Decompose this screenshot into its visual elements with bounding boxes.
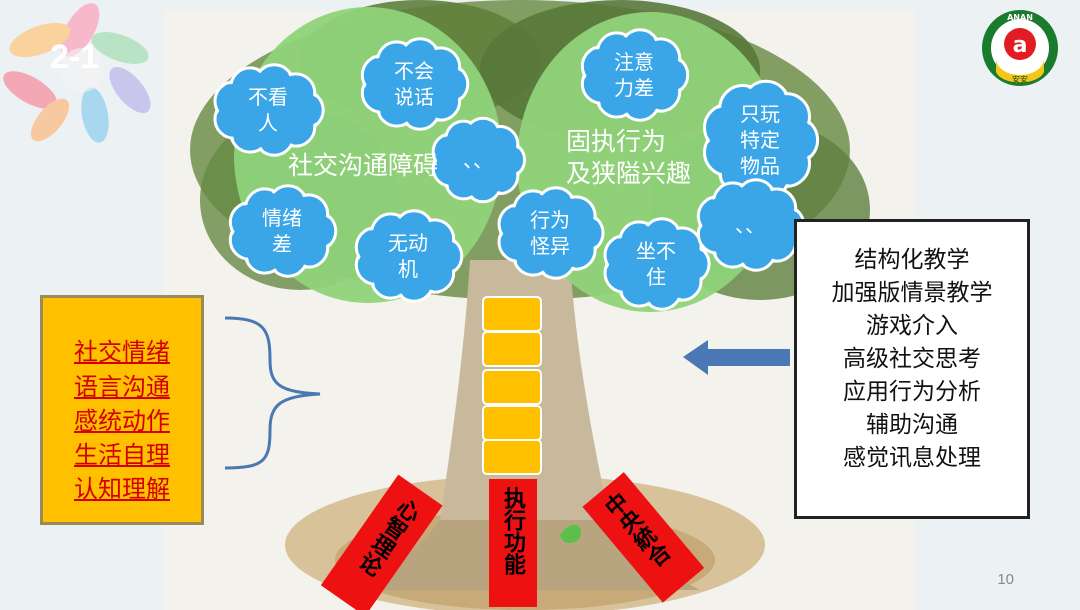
cloud-label-line: 无动 xyxy=(388,231,428,255)
left-cloud-1 xyxy=(213,63,325,157)
executive-function-stack xyxy=(482,296,542,475)
logo-text-top: ANAN xyxy=(1007,13,1033,22)
intervention-item: 加强版情景教学 xyxy=(831,280,993,306)
left-circle-title: 社交沟通障碍 xyxy=(288,151,439,180)
left-cloud-4 xyxy=(354,209,464,303)
cloud-label-line: 说话 xyxy=(394,85,434,109)
right-cloud-3 xyxy=(497,186,605,280)
left-cloud-label: 不会说话 xyxy=(366,58,462,110)
intervention-item: 游戏介入 xyxy=(866,313,958,339)
left-cloud-label: 不看人 xyxy=(218,84,318,136)
intervention-item: 高级社交思考 xyxy=(843,346,981,372)
intervention-methods-box: 结构化教学 加强版情景教学 游戏介入 高级社交思考 应用行为分析 辅助沟通 感觉… xyxy=(794,219,1030,519)
cloud-label-line: 差 xyxy=(272,232,292,256)
development-area-item: 社交情绪 xyxy=(74,338,170,366)
logo-letter: a xyxy=(1013,33,1028,58)
cloud-label-line: 行为 xyxy=(530,208,570,232)
left-cloud-label: 、、 xyxy=(438,147,518,173)
development-area-item: 语言沟通 xyxy=(74,373,170,401)
left-cloud-label: 情绪差 xyxy=(234,205,330,257)
anan-logo-icon: a ANAN 安安 xyxy=(982,10,1058,86)
cloud-label-line: 力差 xyxy=(614,76,654,100)
logo-text-bottom: 安安 xyxy=(1012,74,1028,84)
flower-decoration-icon xyxy=(3,3,151,143)
cloud-label-line: 机 xyxy=(398,257,418,281)
development-area-item: 生活自理 xyxy=(74,441,170,469)
cloud-label-line: 只玩 xyxy=(740,102,780,126)
right-cloud-label: 只玩特定物品 xyxy=(712,101,808,179)
right-circle-title-line-1: 固执行为 xyxy=(566,127,667,156)
left-cloud-label: 无动机 xyxy=(360,230,456,282)
right-cloud-5 xyxy=(696,178,806,272)
left-arrow-icon xyxy=(683,340,790,375)
cloud-label-line: 特定 xyxy=(740,128,780,152)
page-number: 10 xyxy=(997,571,1014,588)
intervention-item: 结构化教学 xyxy=(854,247,970,273)
root-label-executive-function: 执行功能 xyxy=(489,487,537,582)
cloud-label-line: 物品 xyxy=(740,154,780,178)
right-circle-title-line-2: 及狭隘兴趣 xyxy=(566,159,692,188)
left-cloud-2 xyxy=(360,37,470,131)
cloud-label-line: 注意 xyxy=(614,50,654,74)
intervention-item: 应用行为分析 xyxy=(843,379,981,405)
slide-number: 2-1 xyxy=(50,38,100,76)
cloud-label-line: 不看 xyxy=(248,85,288,109)
intervention-item: 辅助沟通 xyxy=(866,412,958,438)
cloud-label-line: 住 xyxy=(646,265,666,289)
root-boxes xyxy=(320,472,705,610)
leaf-sprout-icon xyxy=(560,524,581,544)
right-cloud-label: 行为怪异 xyxy=(503,207,597,259)
root-label-text: 执行功能 xyxy=(500,487,526,575)
cloud-label-line: 坐不 xyxy=(636,239,676,263)
cloud-label-line: 、、 xyxy=(463,148,493,172)
left-cloud-5 xyxy=(431,116,527,204)
intervention-item: 感觉讯息处理 xyxy=(843,445,981,471)
left-cloud-3 xyxy=(228,184,338,278)
development-area-item: 认知理解 xyxy=(74,475,170,503)
right-cloud-label: 注意力差 xyxy=(586,49,682,101)
cloud-label-line: 、、 xyxy=(735,213,765,237)
development-area-item: 感统动作 xyxy=(74,407,170,435)
left-bracket-icon xyxy=(224,316,321,470)
right-cloud-1 xyxy=(580,28,690,122)
cloud-label-line: 情绪 xyxy=(262,206,302,230)
cloud-label-line: 不会 xyxy=(394,59,434,83)
cloud-label-line: 人 xyxy=(258,111,278,135)
right-cloud-label: 坐不住 xyxy=(609,238,703,290)
development-areas-box: 社交情绪 语言沟通 感统动作 生活自理 认知理解 xyxy=(40,295,204,525)
cloud-label-line: 怪异 xyxy=(530,234,570,258)
right-cloud-4 xyxy=(603,217,711,311)
right-cloud-label: 、、 xyxy=(702,212,798,238)
